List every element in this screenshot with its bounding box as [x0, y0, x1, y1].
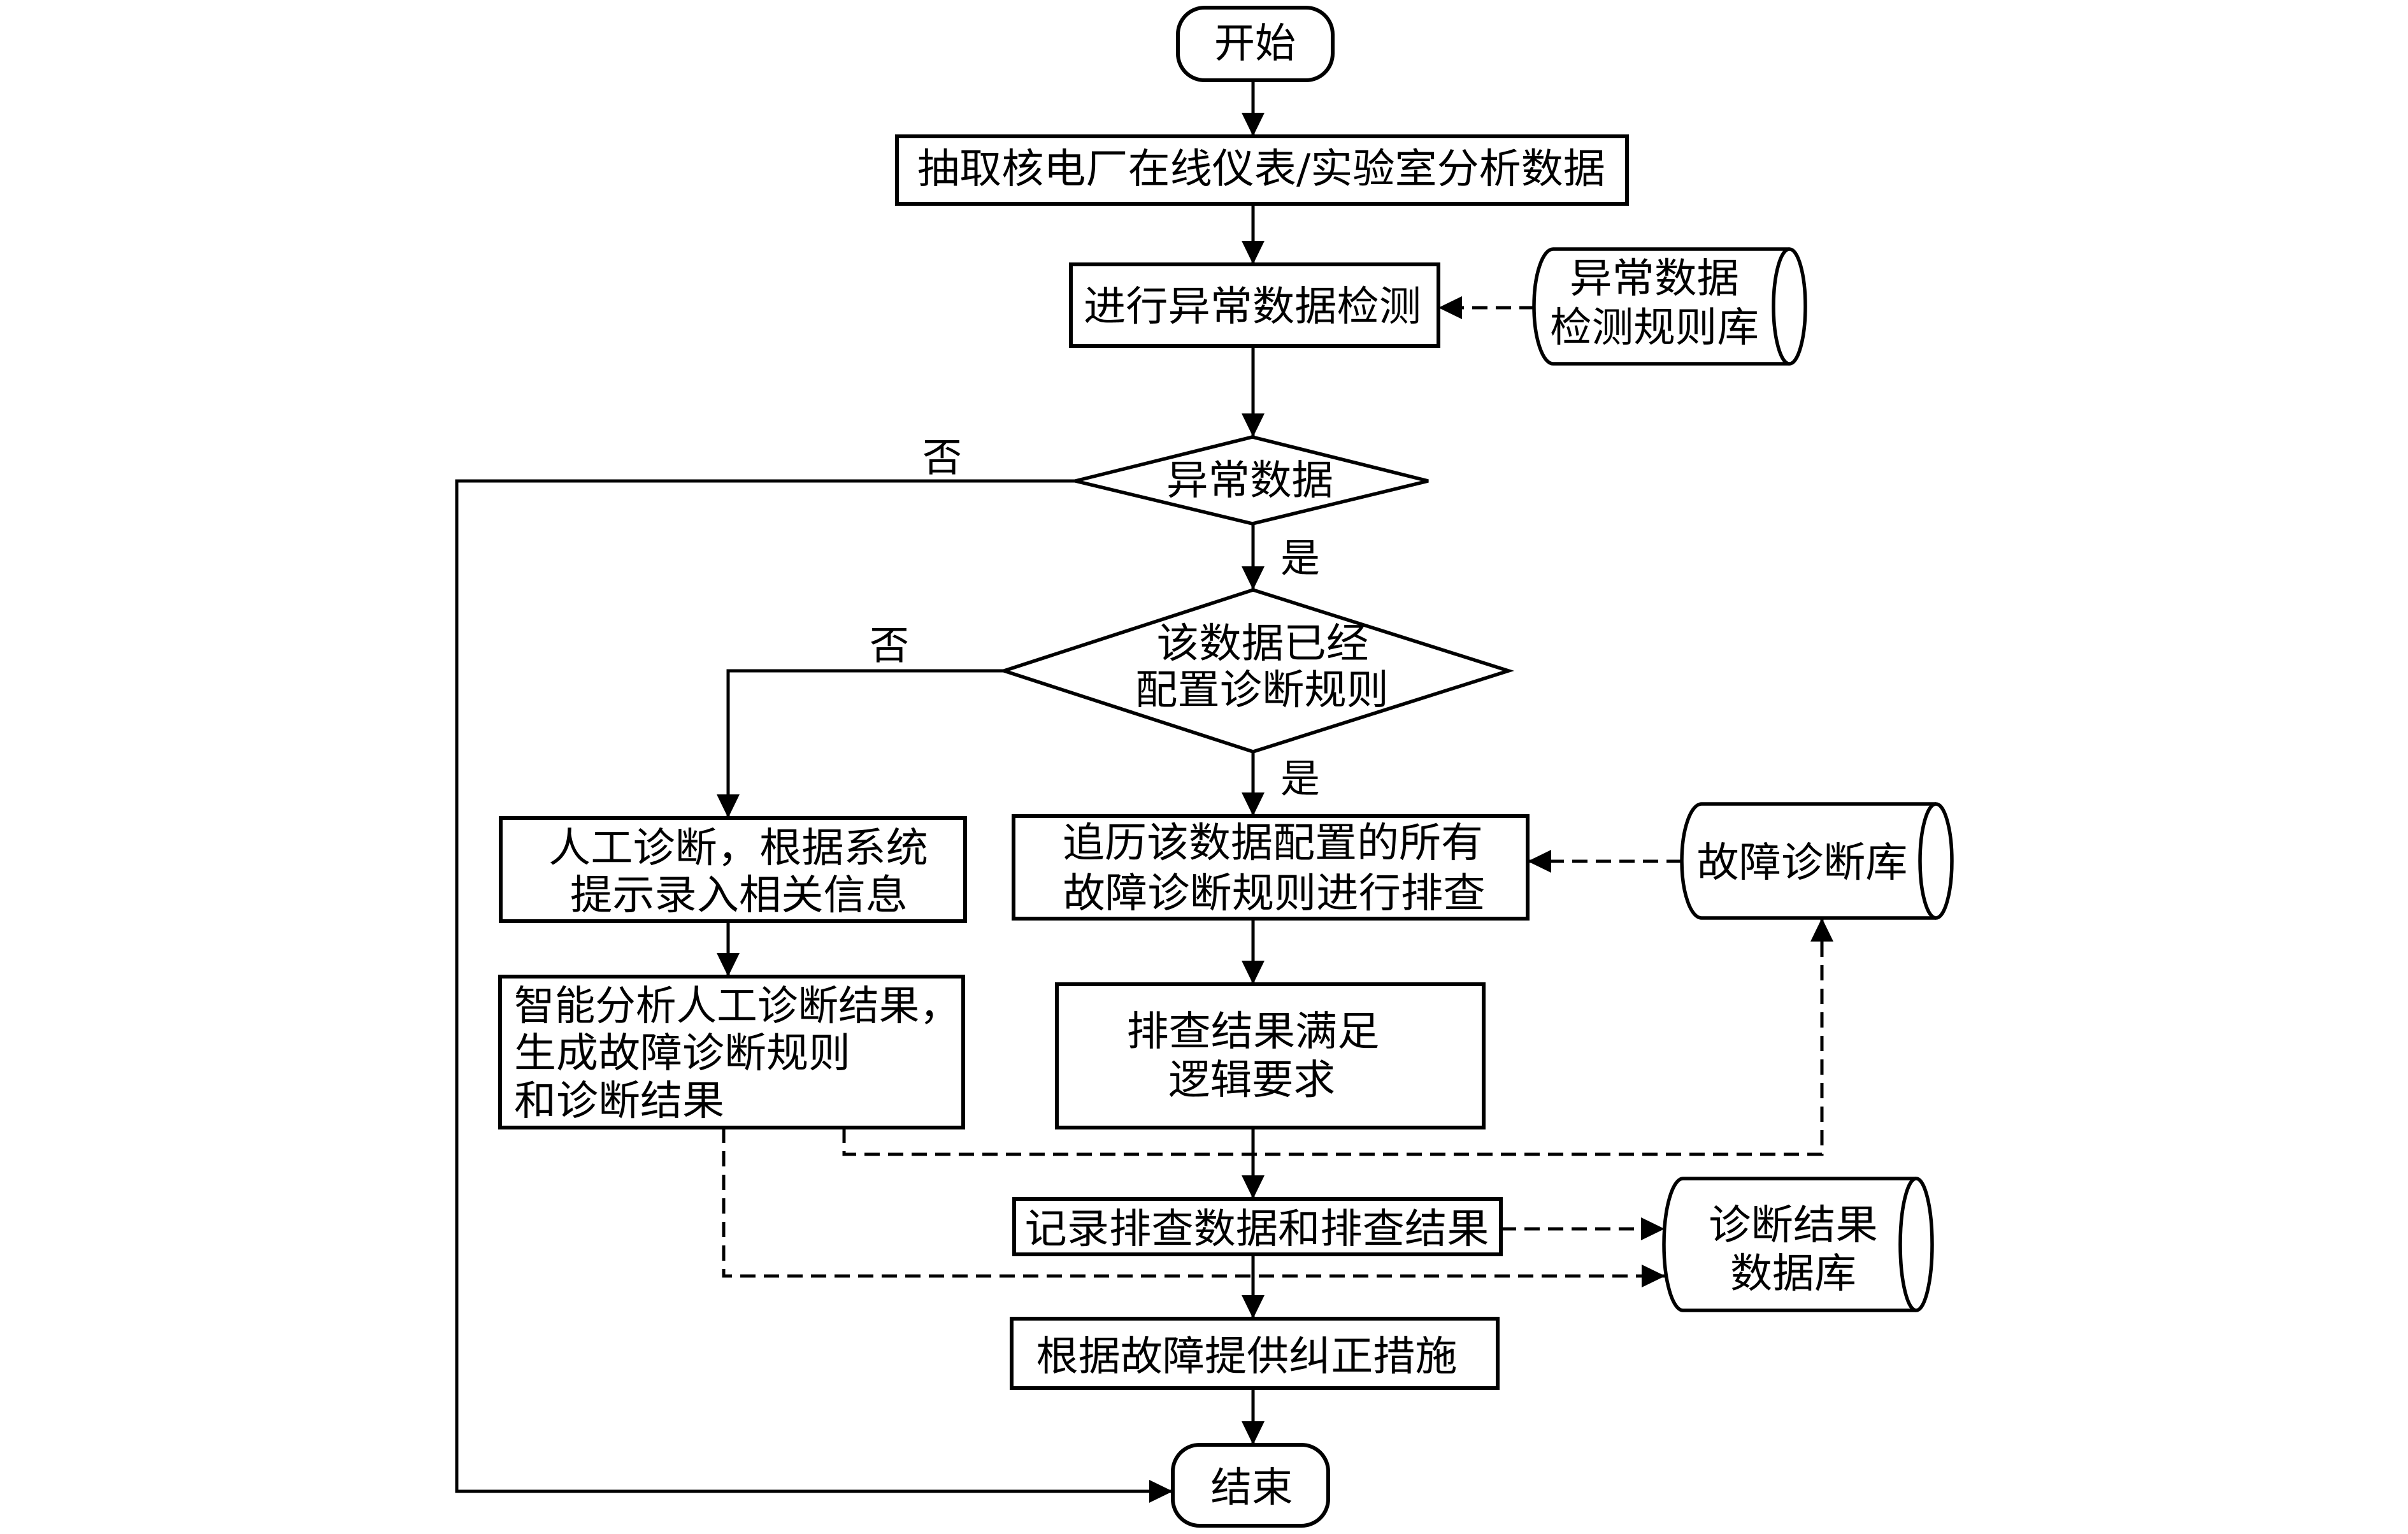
process-shape — [1055, 982, 1486, 1129]
terminator-shape — [1171, 1443, 1330, 1528]
node-detect-rules-db-line-2: 检测规则库 — [1550, 305, 1759, 352]
node-detect-rules-db-line-1: 异常数据 — [1570, 255, 1739, 303]
node-end: 结束 — [1171, 1443, 1330, 1528]
process-shape — [1012, 814, 1530, 921]
edge-rules-no-to-manual — [717, 669, 1004, 818]
edge-abnormal-no-to-end — [455, 479, 1173, 1503]
database-cylinder-end — [1898, 1177, 1934, 1312]
edge-smart-analysis-to-result-db — [722, 1128, 1665, 1287]
node-end-label: 结束 — [1211, 1465, 1293, 1512]
node-smart-analysis-line-1: 智能分析人工诊断结果， — [514, 983, 960, 1030]
edge-label-abnormal-no: 否 — [922, 434, 962, 481]
process-shape — [1010, 1317, 1500, 1390]
node-logic-check-line-2: 逻辑要求 — [1168, 1057, 1335, 1104]
node-extract-label: 抽取核电厂在线仪表/实验室分析数据 — [917, 146, 1605, 193]
terminator-shape — [1176, 6, 1335, 82]
node-manual-diagnosis-line-1: 人工诊断，根据系统 — [548, 825, 928, 872]
node-traverse-rules: 追历该数据配置的所有 故障诊断规则进行排查 — [1012, 814, 1530, 921]
node-fault-db: 故障诊断库 — [1680, 802, 1954, 920]
node-start-label: 开始 — [1214, 20, 1296, 68]
database-cylinder-body — [1680, 802, 1936, 920]
edge-labels: 否 是 否 是 — [870, 434, 1320, 802]
node-is-abnormal-label: 异常数据 — [1166, 457, 1333, 505]
node-smart-analysis-line-3: 和诊断结果 — [514, 1078, 724, 1125]
database-cylinder-end — [1918, 802, 1954, 920]
node-traverse-rules-line-2: 故障诊断规则进行排查 — [1063, 870, 1486, 917]
node-manual-diagnosis: 人工诊断，根据系统 提示录入相关信息 — [499, 816, 967, 923]
edge-label-rules-yes: 是 — [1280, 756, 1320, 802]
node-logic-check-line-1: 排查结果满足 — [1127, 1008, 1380, 1056]
node-record: 记录排查数据和排查结果 — [1012, 1197, 1503, 1256]
process-shape — [499, 816, 967, 923]
node-detect-rules-db: 异常数据 检测规则库 — [1532, 247, 1807, 366]
process-shape — [498, 975, 965, 1129]
node-logic-check: 排查结果满足 逻辑要求 — [1055, 982, 1486, 1129]
node-has-rules-decision: 该数据已经 配置诊断规则 — [998, 588, 1515, 754]
node-manual-diagnosis-line-2: 提示录入相关信息 — [570, 872, 908, 919]
process-shape — [1069, 262, 1440, 348]
edge-label-rules-no: 否 — [870, 622, 909, 669]
node-is-abnormal-decision: 异常数据 — [1075, 435, 1429, 526]
node-start: 开始 — [1176, 6, 1335, 82]
node-extract: 抽取核电厂在线仪表/实验室分析数据 — [895, 134, 1629, 206]
edges-dashed — [722, 296, 1833, 1287]
edge-label-abnormal-yes: 是 — [1280, 535, 1320, 582]
node-corrective: 根据故障提供纠正措施 — [1010, 1317, 1500, 1390]
process-shape — [1012, 1197, 1503, 1256]
database-cylinder-body — [1532, 247, 1789, 366]
process-shape — [895, 134, 1629, 206]
database-cylinder-end — [1772, 247, 1807, 366]
node-result-db-line-1: 诊断结果 — [1709, 1202, 1878, 1249]
decision-diamond — [998, 588, 1515, 754]
database-cylinder-body — [1662, 1177, 1916, 1312]
decision-diamond — [1075, 435, 1429, 526]
node-corrective-label: 根据故障提供纠正措施 — [1036, 1333, 1458, 1380]
node-record-label: 记录排查数据和排查结果 — [1025, 1206, 1489, 1253]
node-result-db: 诊断结果 数据库 — [1662, 1177, 1934, 1312]
edges-solid — [455, 80, 1265, 1503]
node-result-db-line-2: 数据库 — [1730, 1251, 1856, 1298]
node-fault-db-label: 故障诊断库 — [1697, 840, 1908, 887]
node-detect: 进行异常数据检测 — [1069, 262, 1440, 348]
node-has-rules-line-1: 该数据已经 — [1157, 620, 1369, 668]
node-smart-analysis: 智能分析人工诊断结果， 生成故障诊断规则 和诊断结果 — [498, 975, 965, 1129]
node-has-rules-line-2: 配置诊断规则 — [1135, 667, 1389, 714]
edge-smart-analysis-to-fault-db — [842, 918, 1833, 1156]
node-detect-label: 进行异常数据检测 — [1084, 283, 1421, 331]
node-smart-analysis-line-2: 生成故障诊断规则 — [514, 1030, 850, 1077]
node-traverse-rules-line-1: 追历该数据配置的所有 — [1063, 820, 1483, 867]
